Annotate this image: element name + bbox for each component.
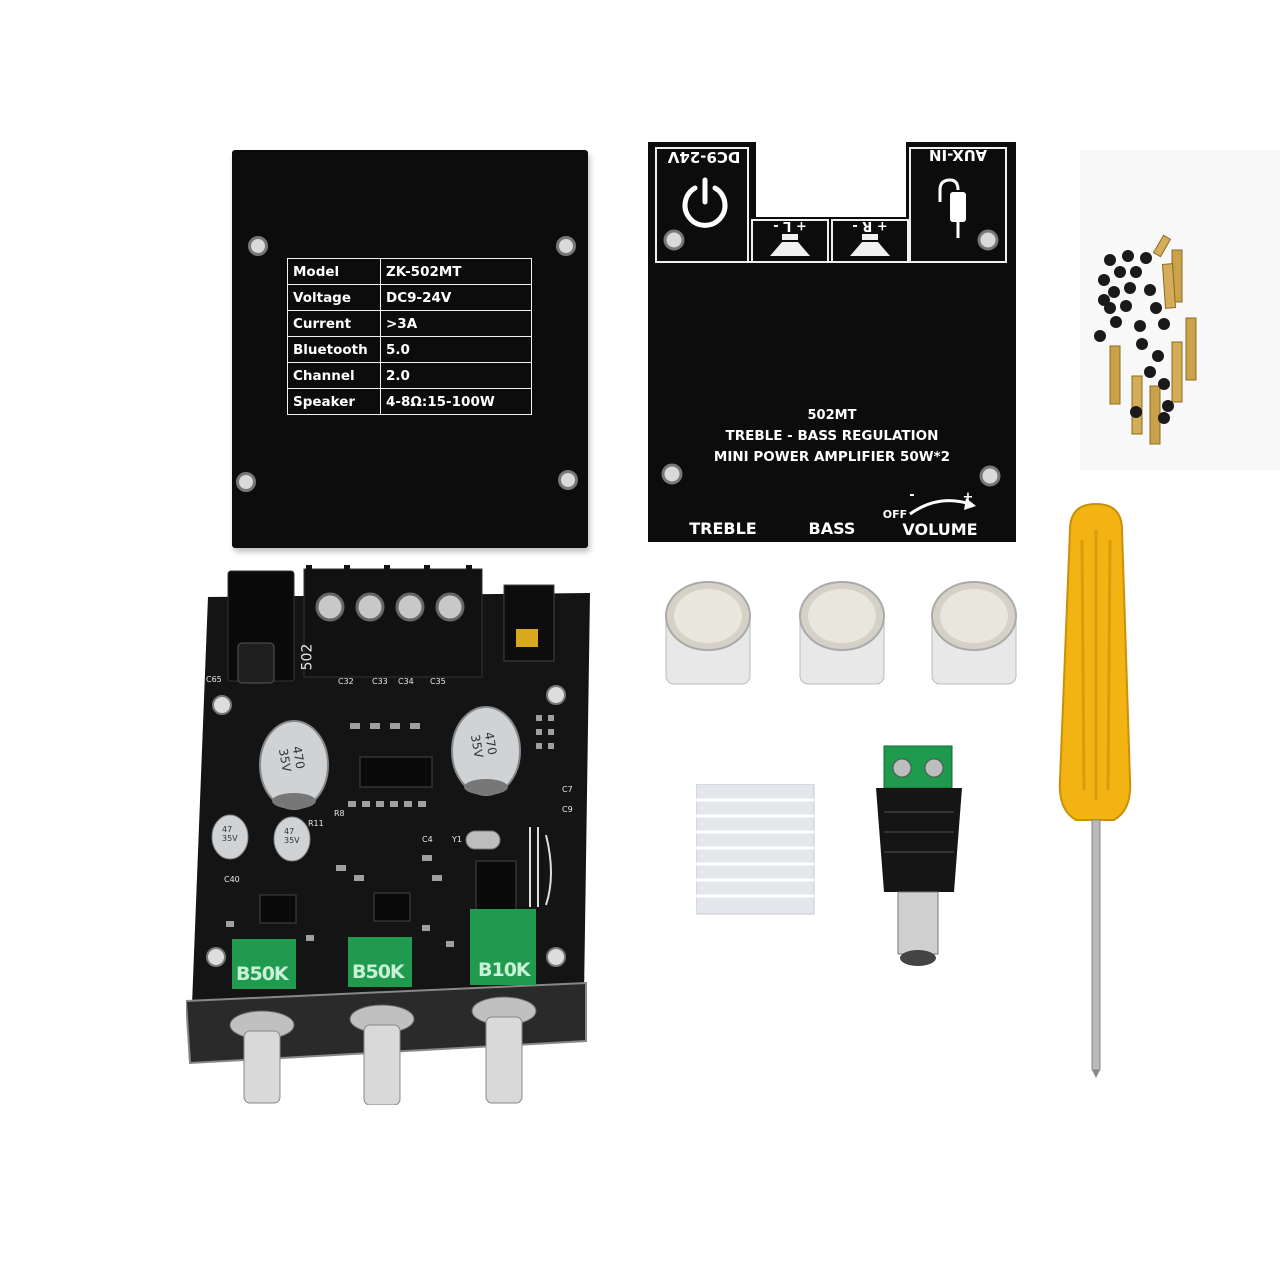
silk-label: C9 — [562, 805, 573, 814]
spec-key: Voltage — [287, 284, 381, 311]
silk-label: C32 — [338, 677, 354, 686]
terminal-block — [303, 565, 483, 678]
potentiometer — [348, 937, 412, 987]
silk-label: R8 — [334, 809, 345, 818]
power-label: DC9-24V — [667, 148, 741, 166]
black-screw — [1094, 250, 1174, 424]
smd-components — [226, 715, 554, 947]
pot-shaft — [229, 1010, 295, 1104]
amplifier-label: MINI POWER AMPLIFIER 50W*2 — [713, 449, 951, 465]
ic-chip — [259, 894, 297, 924]
spec-value: 4-8Ω:15-100W — [380, 388, 532, 415]
silk-label: C34 — [398, 677, 414, 686]
dc-power-connector — [876, 745, 962, 966]
heatsink — [696, 784, 815, 915]
cap-label: 47 35V — [284, 827, 300, 845]
power-icon — [682, 177, 728, 228]
aux-jack — [503, 584, 555, 662]
aux-label: AUX-IN — [928, 146, 988, 164]
aux-jack-icon — [938, 178, 966, 238]
amplifier-ic — [359, 756, 433, 788]
speaker-icon — [850, 234, 890, 256]
plate-hole — [556, 236, 576, 256]
spec-value: 2.0 — [380, 362, 532, 389]
pot-shaft — [471, 996, 537, 1104]
spec-key: Speaker — [287, 388, 381, 415]
spec-value: ZK-502MT — [380, 258, 532, 285]
speaker-icon — [770, 234, 810, 256]
silk-label: C35 — [430, 677, 446, 686]
bluetooth-ic — [475, 860, 517, 914]
pot-shaft — [349, 1004, 415, 1105]
off-label: OFF — [882, 508, 908, 521]
left-channel-label: + L - — [773, 218, 807, 233]
spec-value: 5.0 — [380, 336, 532, 363]
amplifier-board: 502 470 35V 470 35V 47 35V 47 35V C32 C3… — [186, 565, 606, 1105]
model-label: 502MT — [807, 408, 857, 423]
pot-label: B50K — [352, 961, 405, 983]
silk-label: C4 — [422, 835, 433, 844]
silk-label: R11 — [308, 819, 324, 828]
screws-standoffs-bag — [1080, 150, 1280, 470]
minus-label: - — [909, 488, 915, 503]
mount-hole — [546, 685, 566, 705]
regulation-label: TREBLE - BASS REGULATION — [725, 428, 939, 444]
crystal — [465, 830, 501, 850]
cap-label: 47 35V — [222, 825, 238, 843]
front-panel: DC9-24V AUX-IN + L - + R - 502MT TREBLE … — [648, 142, 1016, 542]
spec-row: Current>3A — [287, 310, 532, 337]
plate-hole — [558, 470, 578, 490]
spec-key: Current — [287, 310, 381, 337]
silk-label: C33 — [372, 677, 388, 686]
board-model-silk: 502 — [299, 643, 316, 671]
capacitor — [211, 814, 249, 860]
capacitor — [259, 720, 329, 810]
cap-label: 470 35V — [467, 731, 500, 759]
cap-label: 470 35V — [275, 745, 308, 773]
mount-hole — [212, 695, 232, 715]
potentiometer — [232, 939, 296, 989]
volume-label: VOLUME — [902, 520, 978, 539]
plate-hole — [248, 236, 268, 256]
capacitor — [273, 816, 311, 862]
capacitor — [451, 706, 521, 796]
knob — [799, 581, 885, 685]
spec-key: Bluetooth — [287, 336, 381, 363]
bass-label: BASS — [808, 519, 856, 538]
front-panel-shape — [648, 142, 1016, 542]
treble-label: TREBLE — [689, 519, 757, 538]
plate-hole — [236, 472, 256, 492]
potentiometer — [470, 909, 536, 985]
silk-label: C65 — [206, 675, 222, 684]
right-channel-label: + R - — [852, 218, 888, 233]
knob — [931, 581, 1017, 685]
pot-label: B50K — [236, 963, 289, 985]
antenna — [529, 827, 552, 907]
spec-key: Model — [287, 258, 381, 285]
silk-label: Y1 — [452, 835, 462, 844]
mount-hole — [206, 947, 226, 967]
ic-chip — [373, 892, 411, 922]
brass-standoff — [1109, 234, 1197, 445]
plus-label: + — [962, 490, 974, 505]
spec-value: >3A — [380, 310, 532, 337]
spec-key: Channel — [287, 362, 381, 389]
silk-label: C40 — [224, 875, 240, 884]
mount-hole — [546, 947, 566, 967]
screwdriver — [1058, 502, 1132, 1078]
pot-label: B10K — [478, 959, 531, 981]
spec-value: DC9-24V — [380, 284, 532, 311]
knob — [665, 581, 751, 685]
silk-label: C7 — [562, 785, 573, 794]
